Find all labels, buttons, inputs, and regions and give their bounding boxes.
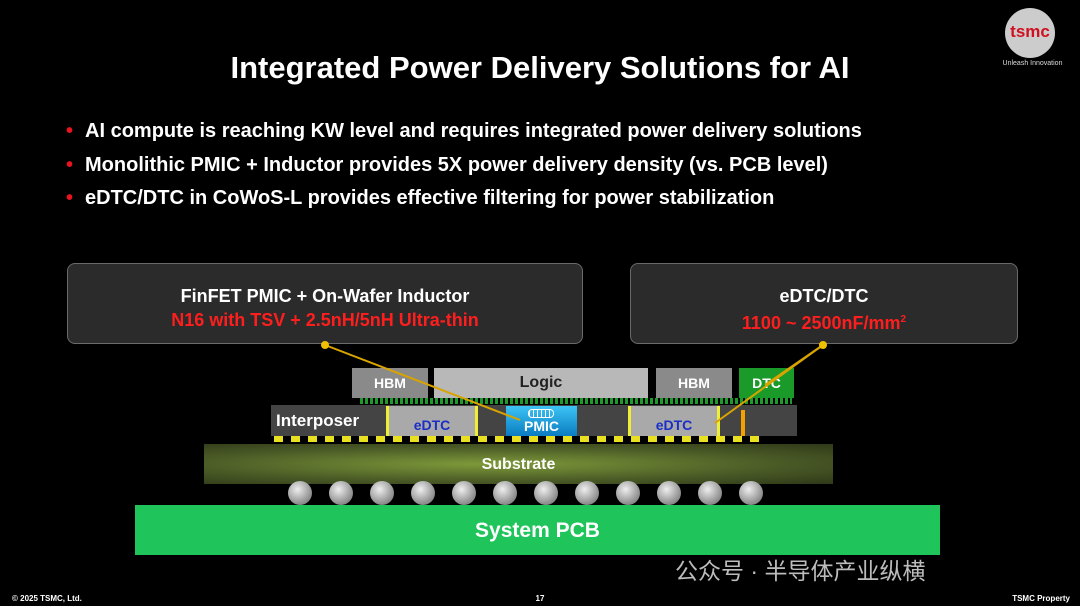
bullet-text: eDTC/DTC in CoWoS-L provides effective f…: [85, 187, 775, 209]
substrate-label: Substrate: [481, 456, 556, 473]
solder-ball: [411, 481, 435, 505]
solder-ball: [739, 481, 763, 505]
tsmc-logo: tsmc: [1005, 8, 1055, 58]
tsv-via: [741, 410, 745, 438]
microbumps: [360, 398, 792, 404]
solder-ball: [329, 481, 353, 505]
logic-label: Logic: [519, 374, 563, 391]
system-pcb: System PCB: [135, 505, 940, 555]
bullet-item: •AI compute is reaching KW level and req…: [66, 120, 862, 142]
dtc-callout: eDTC/DTC 1100 ~ 2500nF/mm2: [630, 263, 1018, 344]
bullet-text: Monolithic PMIC + Inductor provides 5X p…: [85, 154, 828, 176]
logo-tagline: Unleash Innovation: [1002, 60, 1063, 67]
hbm-right: HBM: [656, 368, 732, 398]
solder-ball: [288, 481, 312, 505]
callout-dot: [321, 341, 329, 349]
property-notice: TSMC Property: [1012, 594, 1070, 603]
page-number: 17: [535, 594, 545, 603]
solder-ball: [657, 481, 681, 505]
hbm-left: HBM: [352, 368, 428, 398]
hbm-label: HBM: [374, 375, 406, 391]
solder-ball: [698, 481, 722, 505]
edtc-label: eDTC: [655, 417, 693, 433]
edtc-label: eDTC: [413, 417, 451, 433]
pmic-callout: FinFET PMIC + On-Wafer Inductor N16 with…: [67, 263, 583, 344]
page-title: Integrated Power Delivery Solutions for …: [230, 50, 850, 85]
logic-die: Logic: [434, 368, 648, 398]
substrate: Substrate: [204, 444, 833, 484]
solder-ball: [616, 481, 640, 505]
solder-ball: [534, 481, 558, 505]
solder-ball: [370, 481, 394, 505]
solder-ball: [493, 481, 517, 505]
bullet-item: •Monolithic PMIC + Inductor provides 5X …: [66, 154, 828, 176]
interposer-label: Interposer: [276, 411, 360, 430]
solder-ball: [575, 481, 599, 505]
solder-ball: [452, 481, 476, 505]
inductor-icon: [528, 409, 554, 418]
callout-title: FinFET PMIC + On-Wafer Inductor: [180, 286, 470, 306]
c4-bumps: [274, 436, 764, 442]
leader-line: [324, 344, 521, 421]
pmic-label: PMIC: [524, 418, 559, 434]
bullet-text: AI compute is reaching KW level and requ…: [85, 120, 862, 142]
leader-line: [714, 344, 824, 424]
callout-title: eDTC/DTC: [779, 286, 869, 306]
callout-sup: 2: [900, 314, 907, 325]
watermark: 公众号 · 半导体产业纵横: [675, 558, 926, 584]
edtc-left: eDTC: [386, 406, 478, 436]
callout-dot: [819, 341, 827, 349]
hbm-label: HBM: [678, 375, 710, 391]
copyright: © 2025 TSMC, Ltd.: [12, 594, 82, 603]
pcb-label: System PCB: [475, 519, 600, 542]
callout-detail: 1100 ~ 2500nF/mm: [741, 313, 901, 333]
bullet-item: •eDTC/DTC in CoWoS-L provides effective …: [66, 187, 775, 209]
callout-detail: N16 with TSV + 2.5nH/5nH Ultra-thin: [171, 310, 479, 330]
logo-text: tsmc: [1010, 22, 1050, 41]
